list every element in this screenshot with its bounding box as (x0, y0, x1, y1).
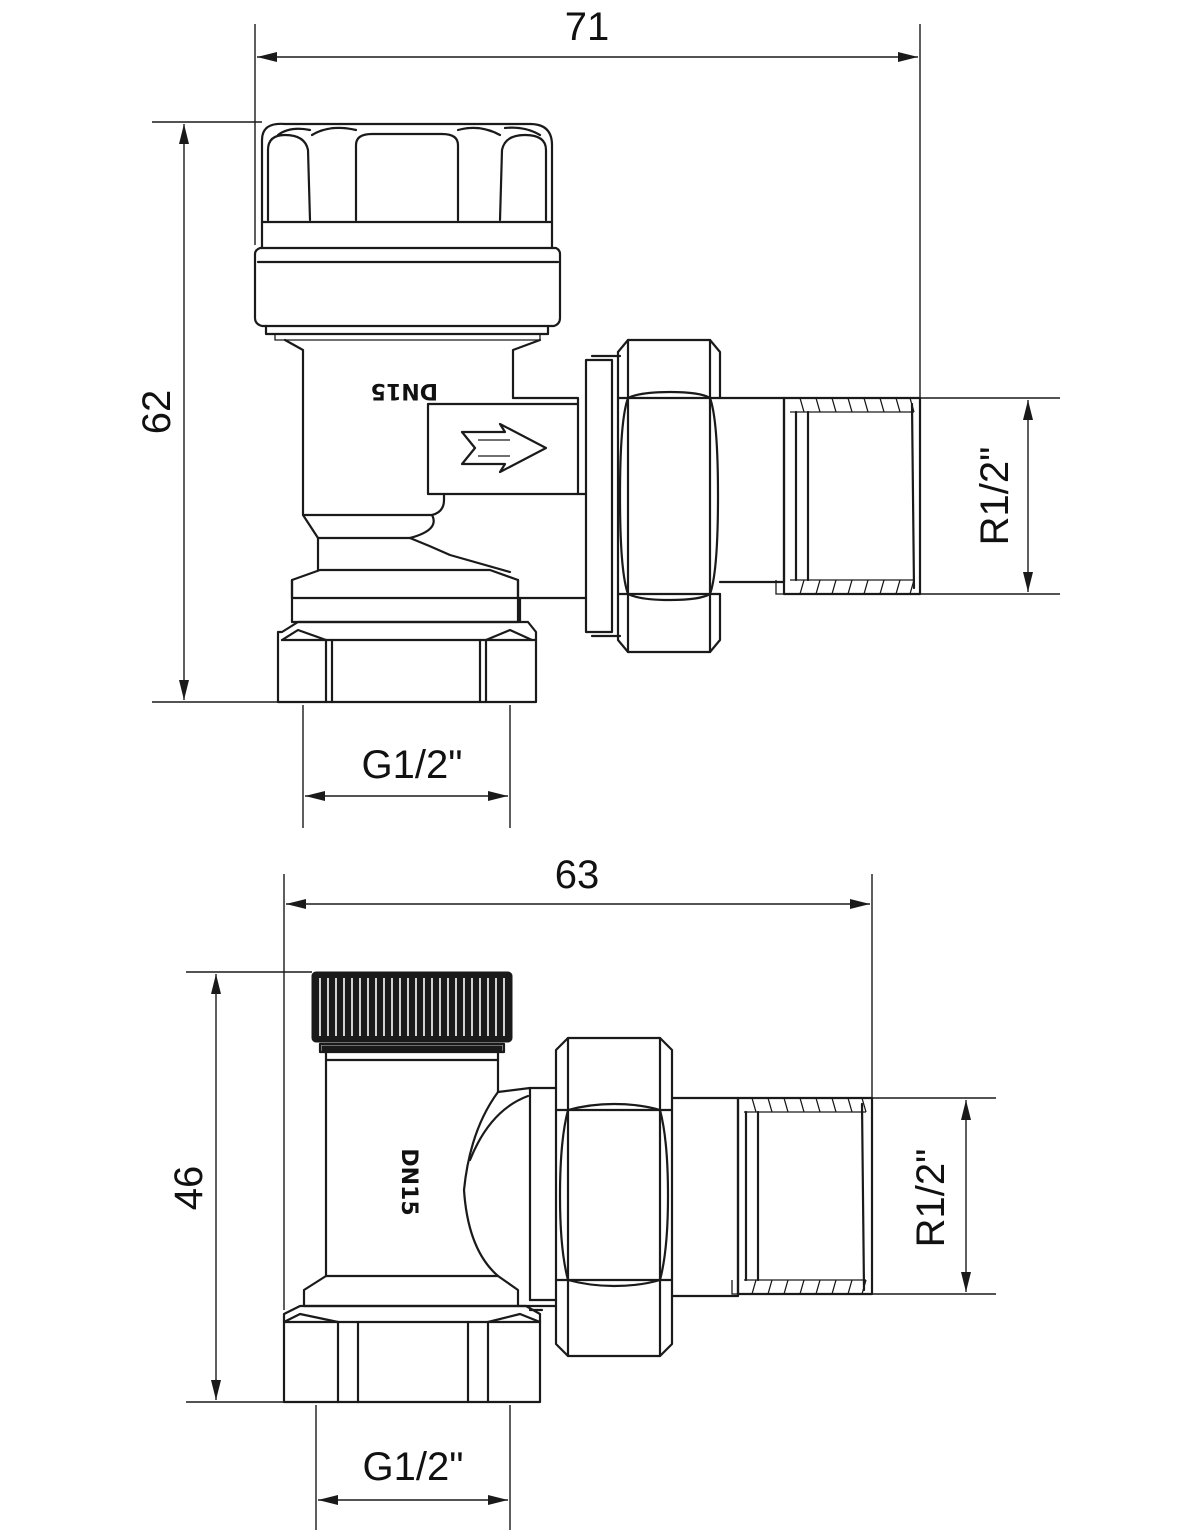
dim-inlet-thread: G1/2" (363, 1445, 464, 1489)
inlet-nut-bottom (282, 1304, 542, 1404)
dimension-lines-top (152, 24, 1060, 828)
dim-overall-height: 62 (135, 390, 179, 435)
dim-overall-height: 46 (167, 1166, 211, 1211)
outlet-thread (775, 396, 922, 596)
body-marking: DN15 (396, 1148, 421, 1215)
outlet-thread-bottom (731, 1096, 874, 1296)
valve-body-vertical (283, 338, 588, 574)
valve-cap (260, 122, 554, 250)
valve-top-view: DN15 (135, 5, 1060, 828)
dim-overall-width: 63 (555, 853, 600, 897)
dim-outlet-thread: R1/2" (973, 447, 1017, 546)
dim-inlet-thread: G1/2" (362, 743, 463, 787)
valve-bottom-view: DN15 (167, 853, 996, 1530)
bonnet-nut (253, 246, 562, 341)
outlet-union (584, 338, 786, 654)
body-marking: DN15 (371, 378, 438, 403)
valve-body-bottom (302, 1058, 558, 1312)
dim-outlet-thread: R1/2" (909, 1149, 953, 1248)
knurled-cap (311, 971, 513, 1062)
dimension-lines-bottom (186, 874, 996, 1530)
inlet-nut (276, 568, 588, 704)
outlet-union-bottom (554, 1036, 740, 1358)
dim-overall-width: 71 (565, 5, 610, 49)
flow-arrow-icon (460, 422, 548, 474)
